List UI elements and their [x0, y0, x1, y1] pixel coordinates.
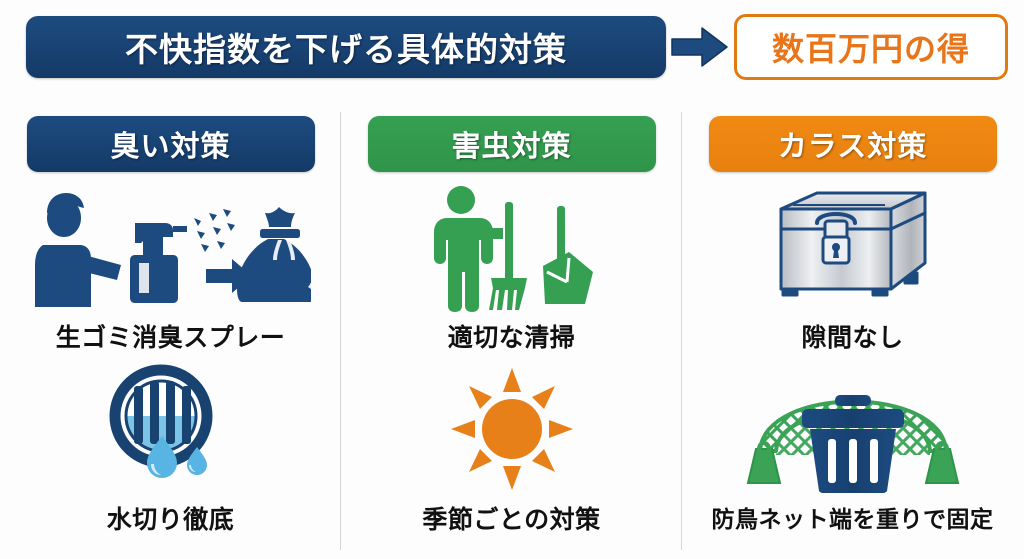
column-divider-1: [340, 112, 341, 550]
measure-label: 防鳥ネット端を重りで固定: [711, 506, 994, 532]
column-heading-crow: カラス対策: [708, 116, 997, 172]
measure-label: 隙間なし: [801, 324, 904, 352]
column-crow: カラス対策: [682, 108, 1023, 559]
header-row: 不快指数を下げる具体的対策 数百万円の得: [0, 14, 1024, 80]
locked-metal-storage-box-icon: [765, 184, 941, 312]
measure-label: 季節ごとの対策: [422, 506, 601, 534]
sink-drain-water-drops-icon: [96, 364, 246, 494]
column-heading-odor: 臭い対策: [26, 116, 315, 172]
sun-icon: [448, 364, 576, 494]
column-heading-label: 害虫対策: [451, 131, 572, 163]
page-title: 不快指数を下げる具体的対策: [125, 31, 567, 68]
result-banner: 数百万円の得: [734, 14, 1008, 80]
measure-label: 生ゴミ消臭スプレー: [55, 324, 286, 352]
spray-person-to-garbage-bag-icon: [31, 184, 311, 312]
measure-item: 隙間なし: [682, 184, 1023, 362]
bird-net-over-trash-can-with-weights-icon: [742, 364, 964, 494]
result-text: 数百万円の得: [771, 31, 970, 67]
column-heading-label: カラス対策: [777, 131, 928, 163]
column-divider-2: [681, 112, 682, 550]
measure-item: 適切な清掃: [341, 184, 682, 362]
person-broom-dustpan-icon: [427, 184, 597, 312]
measure-item: 生ゴミ消臭スプレー: [0, 184, 341, 362]
column-pest: 害虫対策: [341, 108, 682, 559]
measure-item: 防鳥ネット端を重りで固定: [682, 364, 1023, 554]
column-heading-pest: 害虫対策: [367, 116, 656, 172]
main-title-banner: 不快指数を下げる具体的対策: [26, 16, 666, 78]
measure-label: 水切り徹底: [106, 506, 235, 534]
measure-label: 適切な清掃: [447, 324, 576, 352]
right-arrow-icon: [666, 16, 734, 78]
column-odor: 臭い対策: [0, 108, 341, 559]
measure-item: 水切り徹底: [0, 364, 341, 554]
column-heading-label: 臭い対策: [110, 131, 231, 163]
columns-container: 臭い対策: [0, 108, 1024, 559]
measure-item: 季節ごとの対策: [341, 364, 682, 554]
